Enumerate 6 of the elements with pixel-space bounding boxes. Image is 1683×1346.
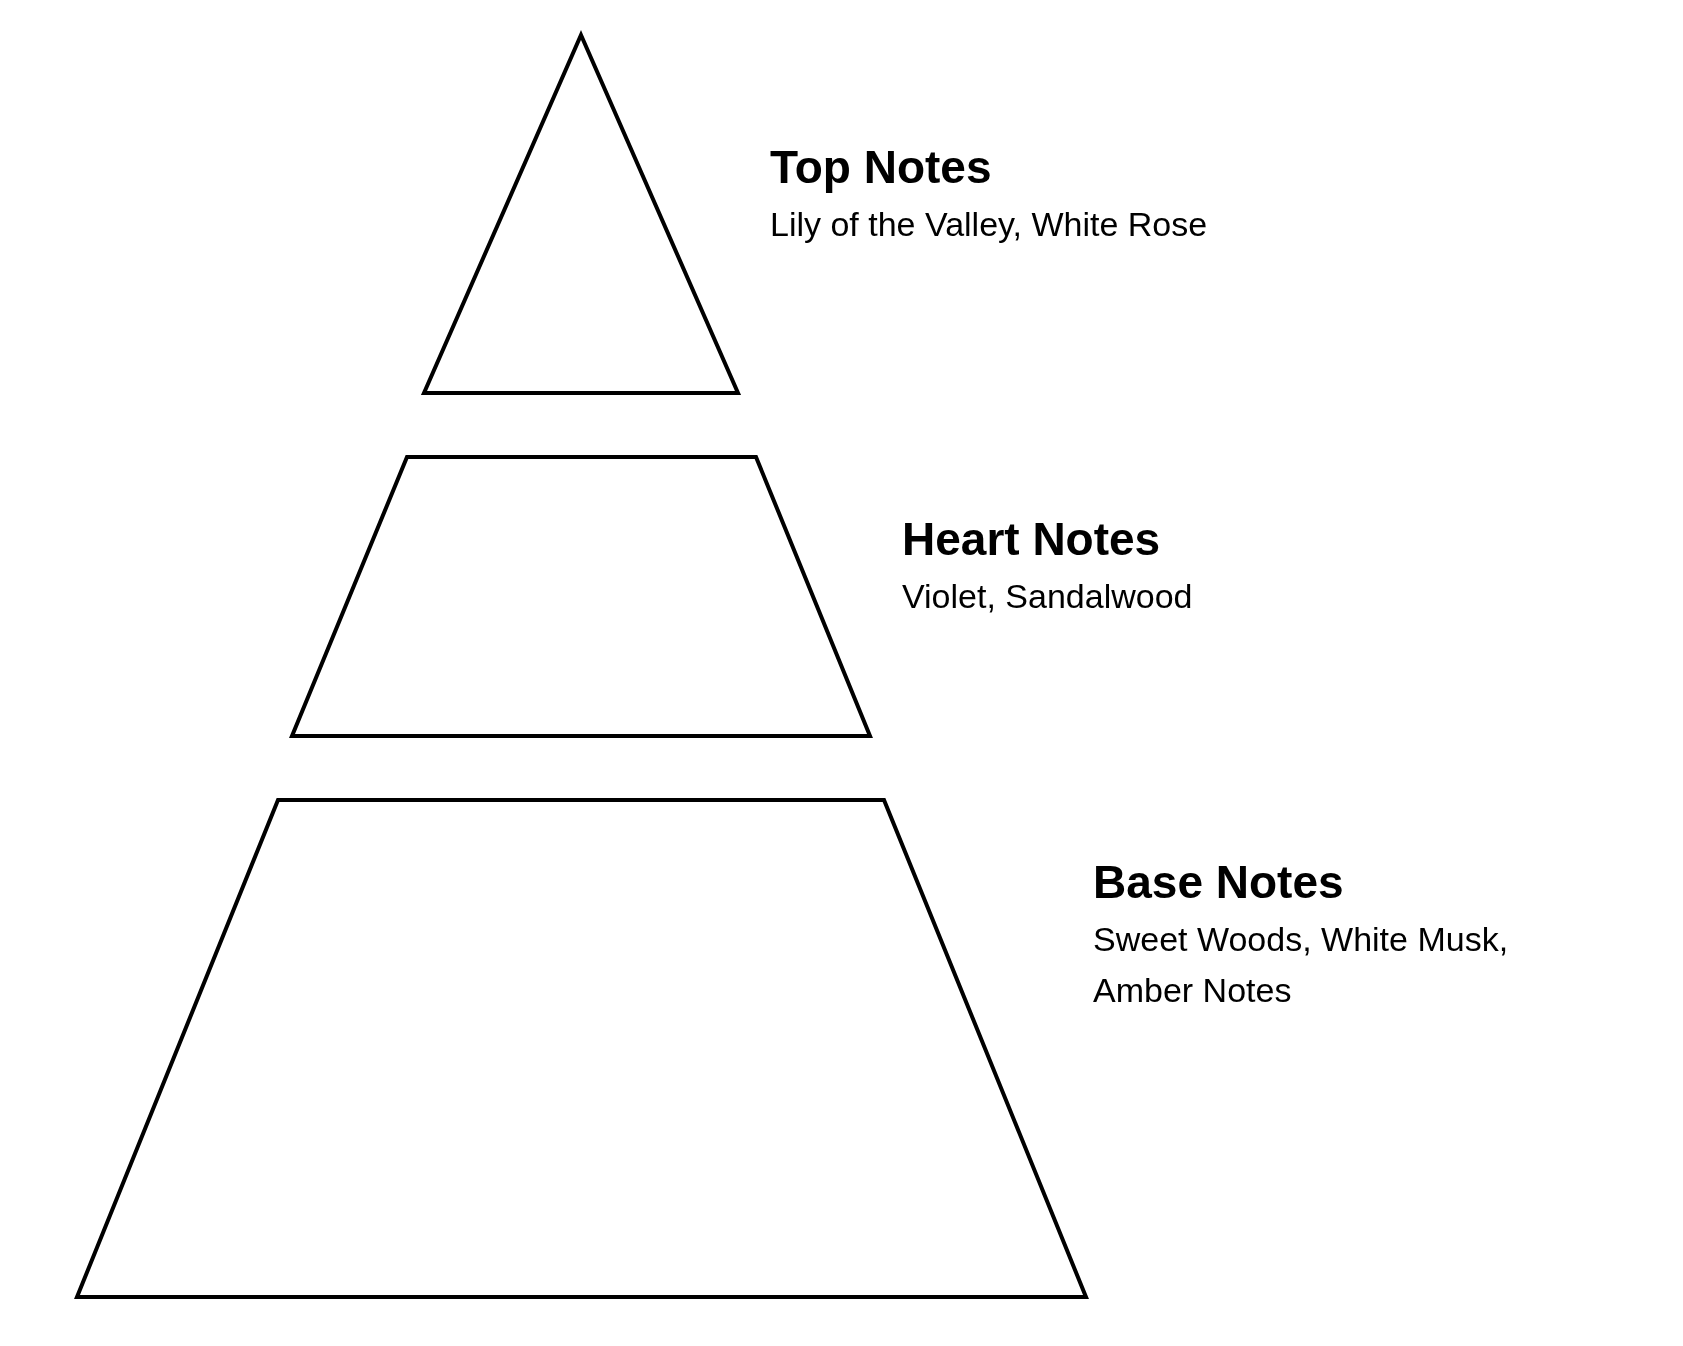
layer-heading: Heart Notes [902,512,1162,567]
notes-text: Sweet Woods, White Musk, Amber Notes [1093,919,1510,1012]
layer-heading: Top Notes [770,140,993,195]
layer-heading: Base Notes [1093,855,1345,910]
notes-text: Violet, Sandalwood [902,576,1194,618]
notes-text: Lily of the Valley, White Rose [770,204,1209,246]
